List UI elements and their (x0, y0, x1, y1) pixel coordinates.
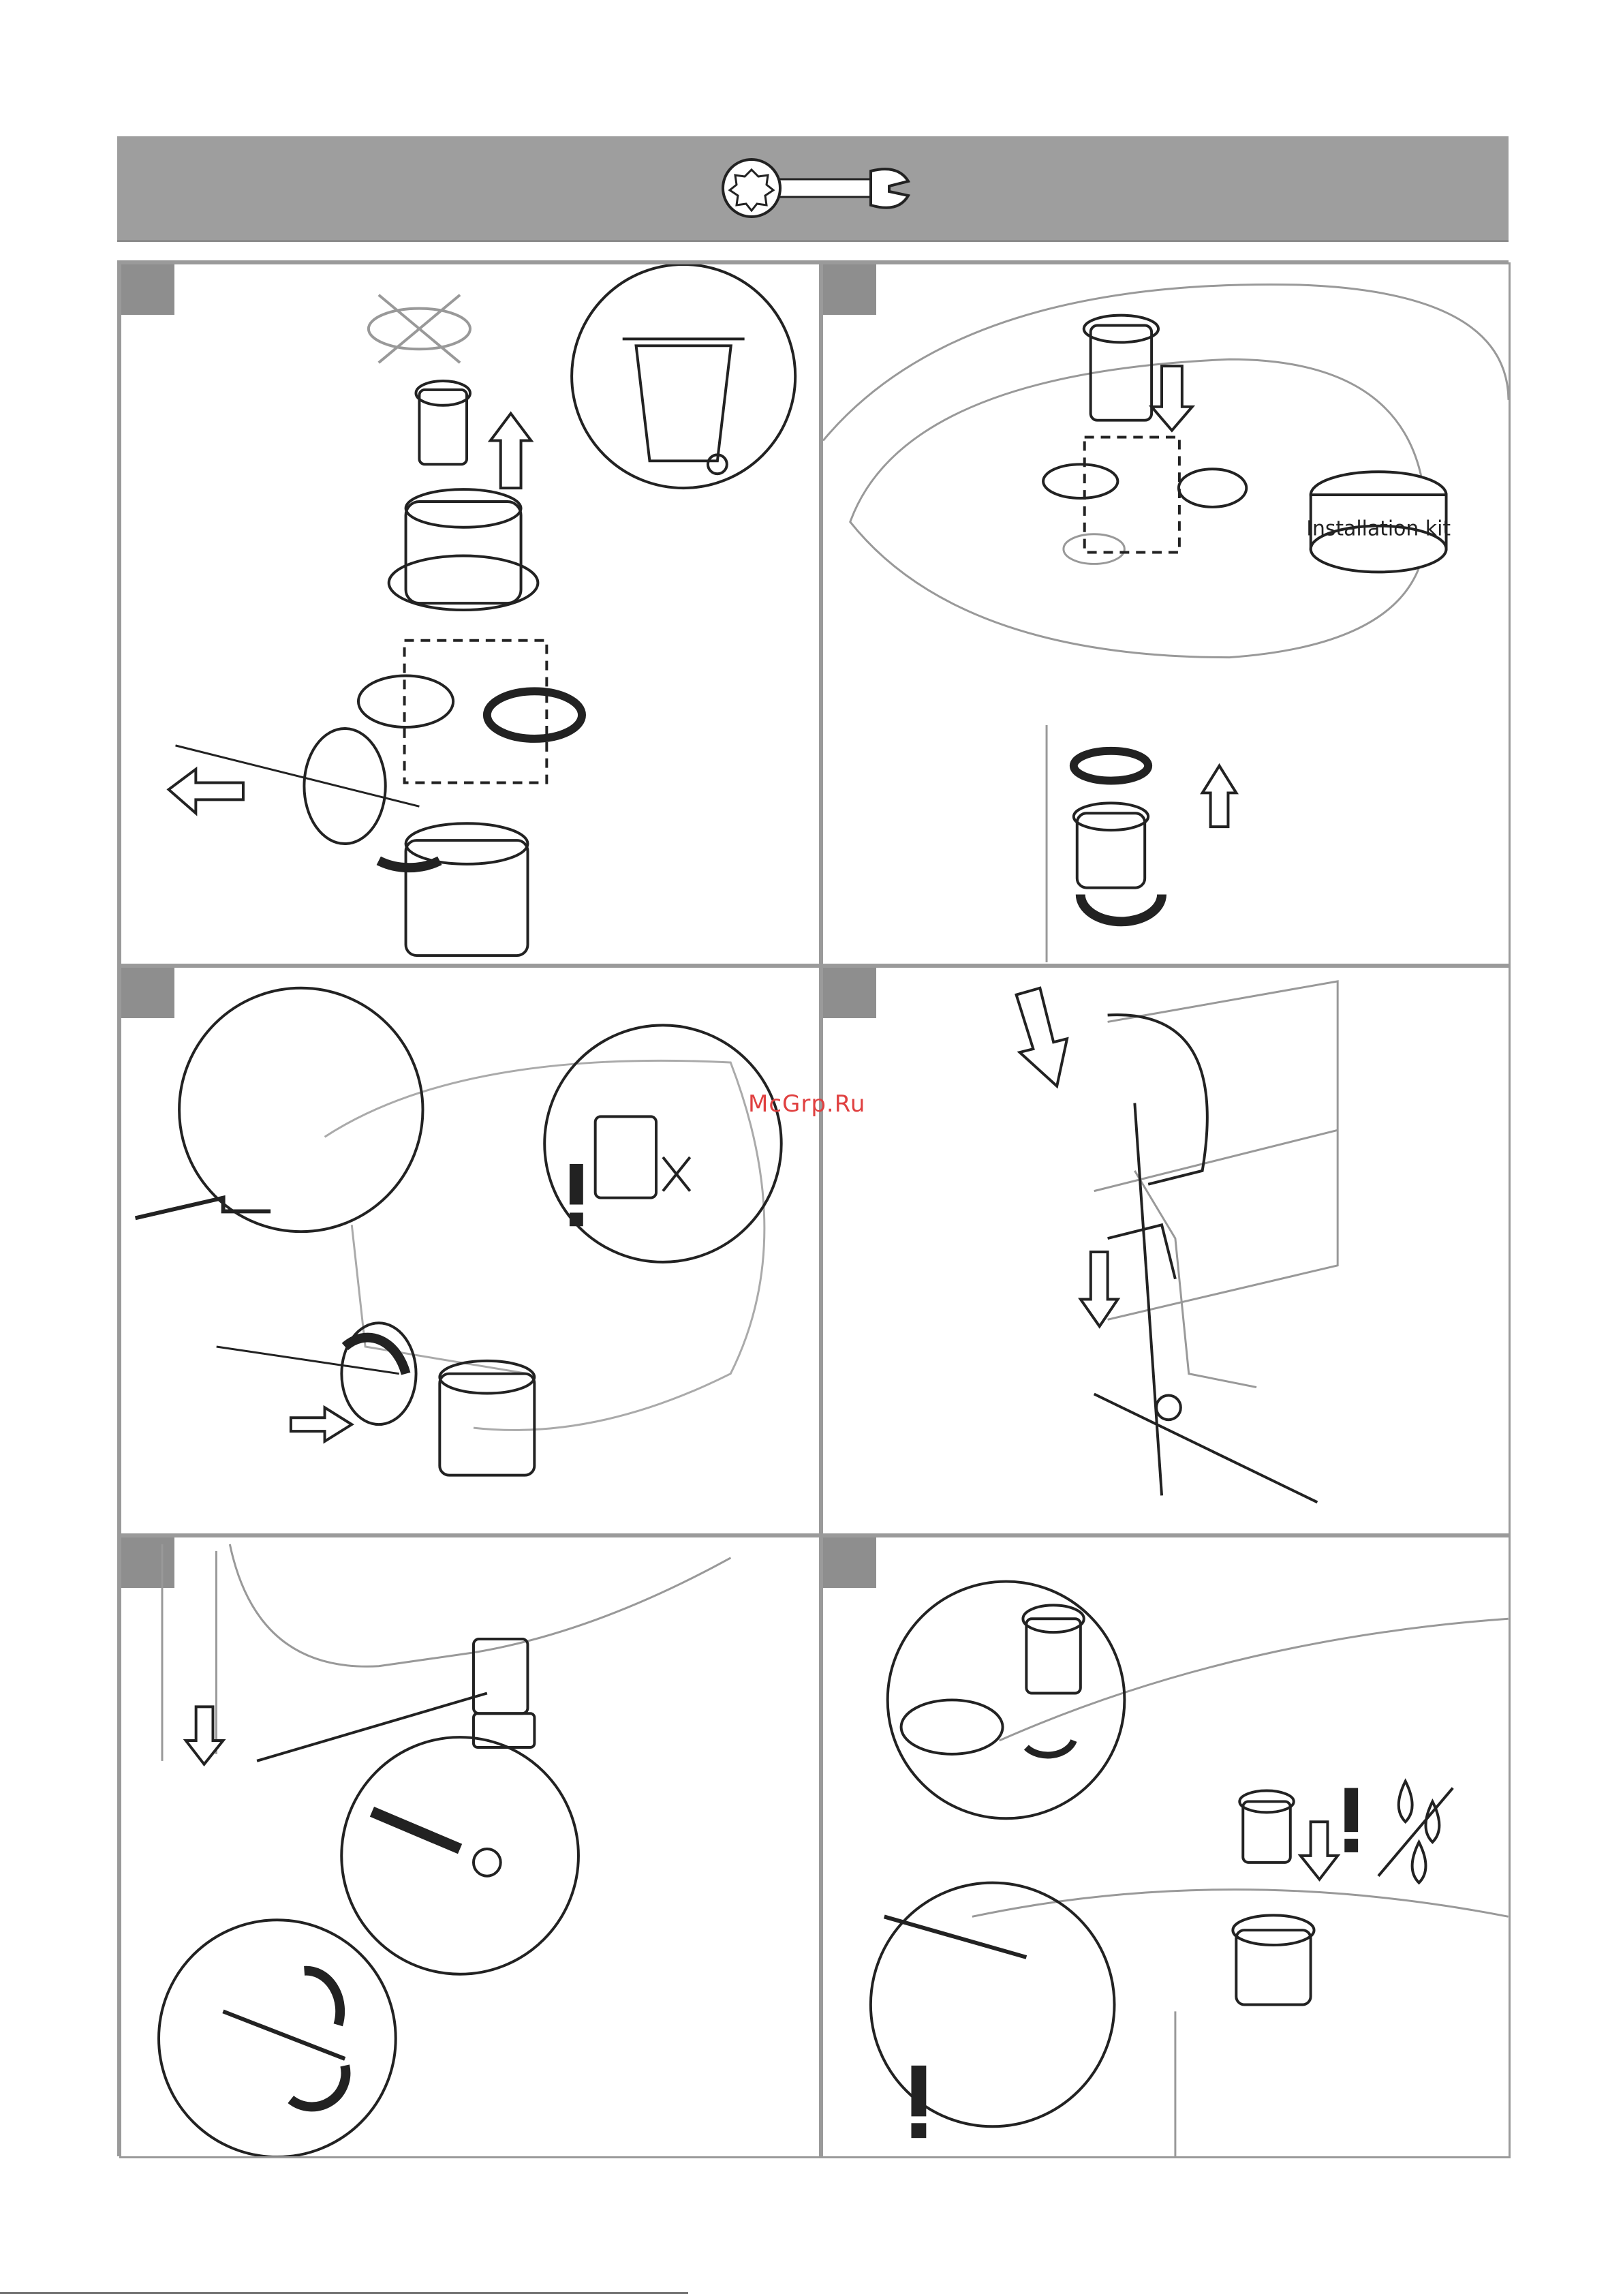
panel-4-illustration (823, 968, 1509, 1533)
arrow-down-icon (1081, 1252, 1118, 1326)
exclamation-icon (570, 1164, 583, 1226)
watermark: McGrp.Ru (748, 1090, 865, 1118)
panel-2-illustration: Installation kit (823, 264, 1509, 964)
panel-6 (821, 1535, 1511, 2158)
panel-3 (119, 966, 821, 1535)
footer-rule (0, 2292, 688, 2294)
panel-6-illustration (823, 1537, 1509, 2156)
no-water-drops-icon (1378, 1781, 1453, 1883)
panel-4 (821, 966, 1511, 1535)
installation-kit-label: Installation kit (1306, 517, 1451, 541)
panel-1-illustration (121, 264, 819, 964)
arrow-up-icon (491, 414, 531, 488)
cross-mark-icon (663, 1157, 690, 1191)
rotate-arrow-icon (345, 1338, 405, 1374)
panel-5 (119, 1535, 821, 2158)
installation-kit: Installation kit (1306, 472, 1451, 572)
panel-1 (119, 262, 821, 966)
arrow-down-icon (1151, 366, 1192, 430)
arrow-down-icon (186, 1706, 223, 1764)
arrow-right-icon (291, 1407, 352, 1441)
instruction-grid: Installation kit (117, 260, 1509, 2156)
arrow-down-icon (1017, 988, 1067, 1086)
arrow-down-icon (1301, 1822, 1338, 1879)
rotate-arrow-icon (379, 861, 439, 868)
trash-bin-icon (572, 264, 795, 488)
rotate-arrow-icon (291, 2066, 346, 2107)
panel-3-illustration (121, 968, 819, 1533)
rotate-arrow-icon (1026, 1741, 1074, 1755)
header-bar (117, 136, 1509, 242)
panel-2: Installation kit (821, 262, 1511, 966)
screwdriver-icon (372, 1811, 501, 1876)
wrench-icon (711, 151, 915, 226)
panel-5-illustration (121, 1537, 819, 2156)
arrow-up-icon (1203, 766, 1237, 827)
arrow-left-icon (169, 769, 243, 814)
rotate-arrow-icon (1081, 895, 1162, 922)
rotate-arrow-icon (305, 1971, 341, 2025)
